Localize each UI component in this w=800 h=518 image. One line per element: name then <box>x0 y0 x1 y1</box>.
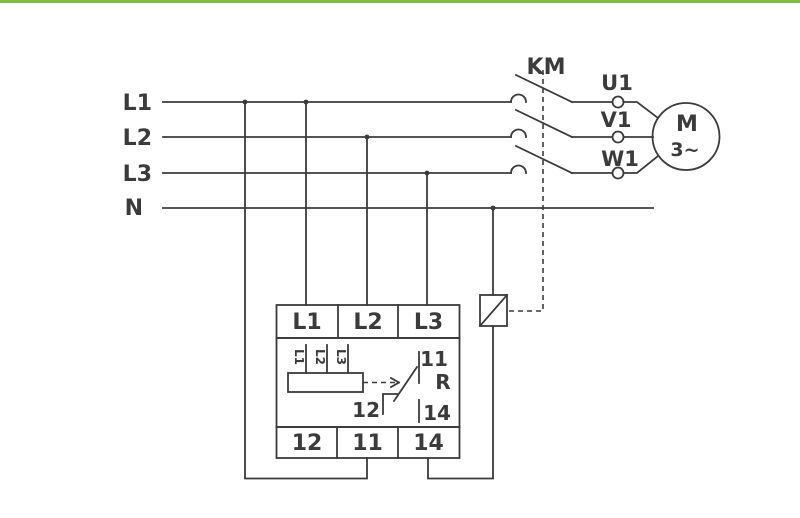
junction-dot <box>242 99 248 105</box>
wire-u1-to-motor <box>622 101 660 120</box>
measuring-element-box <box>287 372 364 393</box>
terminal-circle-u1 <box>611 95 625 109</box>
wire-l1-to-terminal11 <box>244 101 368 480</box>
junction-dot <box>490 205 496 211</box>
contactor-group: KM <box>508 55 614 312</box>
internal-phase-label-l3: L3 <box>334 349 348 365</box>
motor-phase-label: 3~ <box>670 139 699 161</box>
motor-label: M <box>676 112 698 137</box>
wire-coil-to-terminal14 <box>427 325 494 480</box>
relay-terminal-l1: L1 <box>292 310 321 335</box>
relay-terminal-l3: L3 <box>414 310 443 335</box>
bus-label-n: N <box>125 196 143 221</box>
relay-bottom-terminal-row <box>275 426 461 459</box>
contact-blade-3 <box>514 144 574 175</box>
bus-label-l3: L3 <box>123 162 152 187</box>
internal-phase-label-l1: L1 <box>292 349 306 365</box>
motor-terminal-label-v1: V1 <box>601 108 632 132</box>
contact-arc-3 <box>510 164 527 174</box>
relay-terminal-11: 11 <box>352 431 383 456</box>
green-top-border <box>0 0 800 3</box>
relay-group: L1 L2 L3 L1 L2 L3 11 R 14 12 12 11 14 <box>275 304 461 459</box>
internal-phase-label-l2: L2 <box>313 349 327 365</box>
contact-blade-1 <box>514 73 574 104</box>
relay-terminal-14: 14 <box>413 431 444 456</box>
relay-terminal-12: 12 <box>292 431 323 456</box>
motor-group: U1 V1 W1 M 3~ <box>601 71 721 180</box>
terminal-circle-w1 <box>611 166 625 180</box>
internal-label-r: R <box>435 370 450 394</box>
contact-arc-2 <box>510 128 527 138</box>
motor-terminal-label-u1: U1 <box>601 71 633 95</box>
internal-label-11: 11 <box>420 347 448 371</box>
motor-circle <box>651 102 721 171</box>
bus-label-l1: L1 <box>123 91 152 116</box>
contactor-label: KM <box>527 55 566 80</box>
contact-arc-1 <box>510 93 527 103</box>
coil-diagonal <box>478 293 509 328</box>
contact-moving-blade <box>392 365 419 403</box>
mechanical-link-dashed-line <box>508 70 544 312</box>
power-bus-group: L1 L2 L3 N <box>123 91 654 221</box>
internal-label-12: 12 <box>352 398 380 422</box>
junction-dot <box>364 134 370 140</box>
contact-blade-2 <box>514 108 574 139</box>
terminal-circle-v1 <box>611 130 625 144</box>
internal-label-14: 14 <box>423 401 451 425</box>
junction-dot <box>303 99 309 105</box>
coil-group <box>427 205 509 480</box>
junction-dot <box>424 170 430 176</box>
wire-w1-to-motor <box>622 154 660 174</box>
relay-feed-wires-group <box>242 99 430 480</box>
actuation-arrowhead <box>389 376 401 389</box>
contact-pole-line <box>382 393 398 415</box>
relay-terminal-l2: L2 <box>353 310 382 335</box>
bus-label-l2: L2 <box>123 126 152 151</box>
